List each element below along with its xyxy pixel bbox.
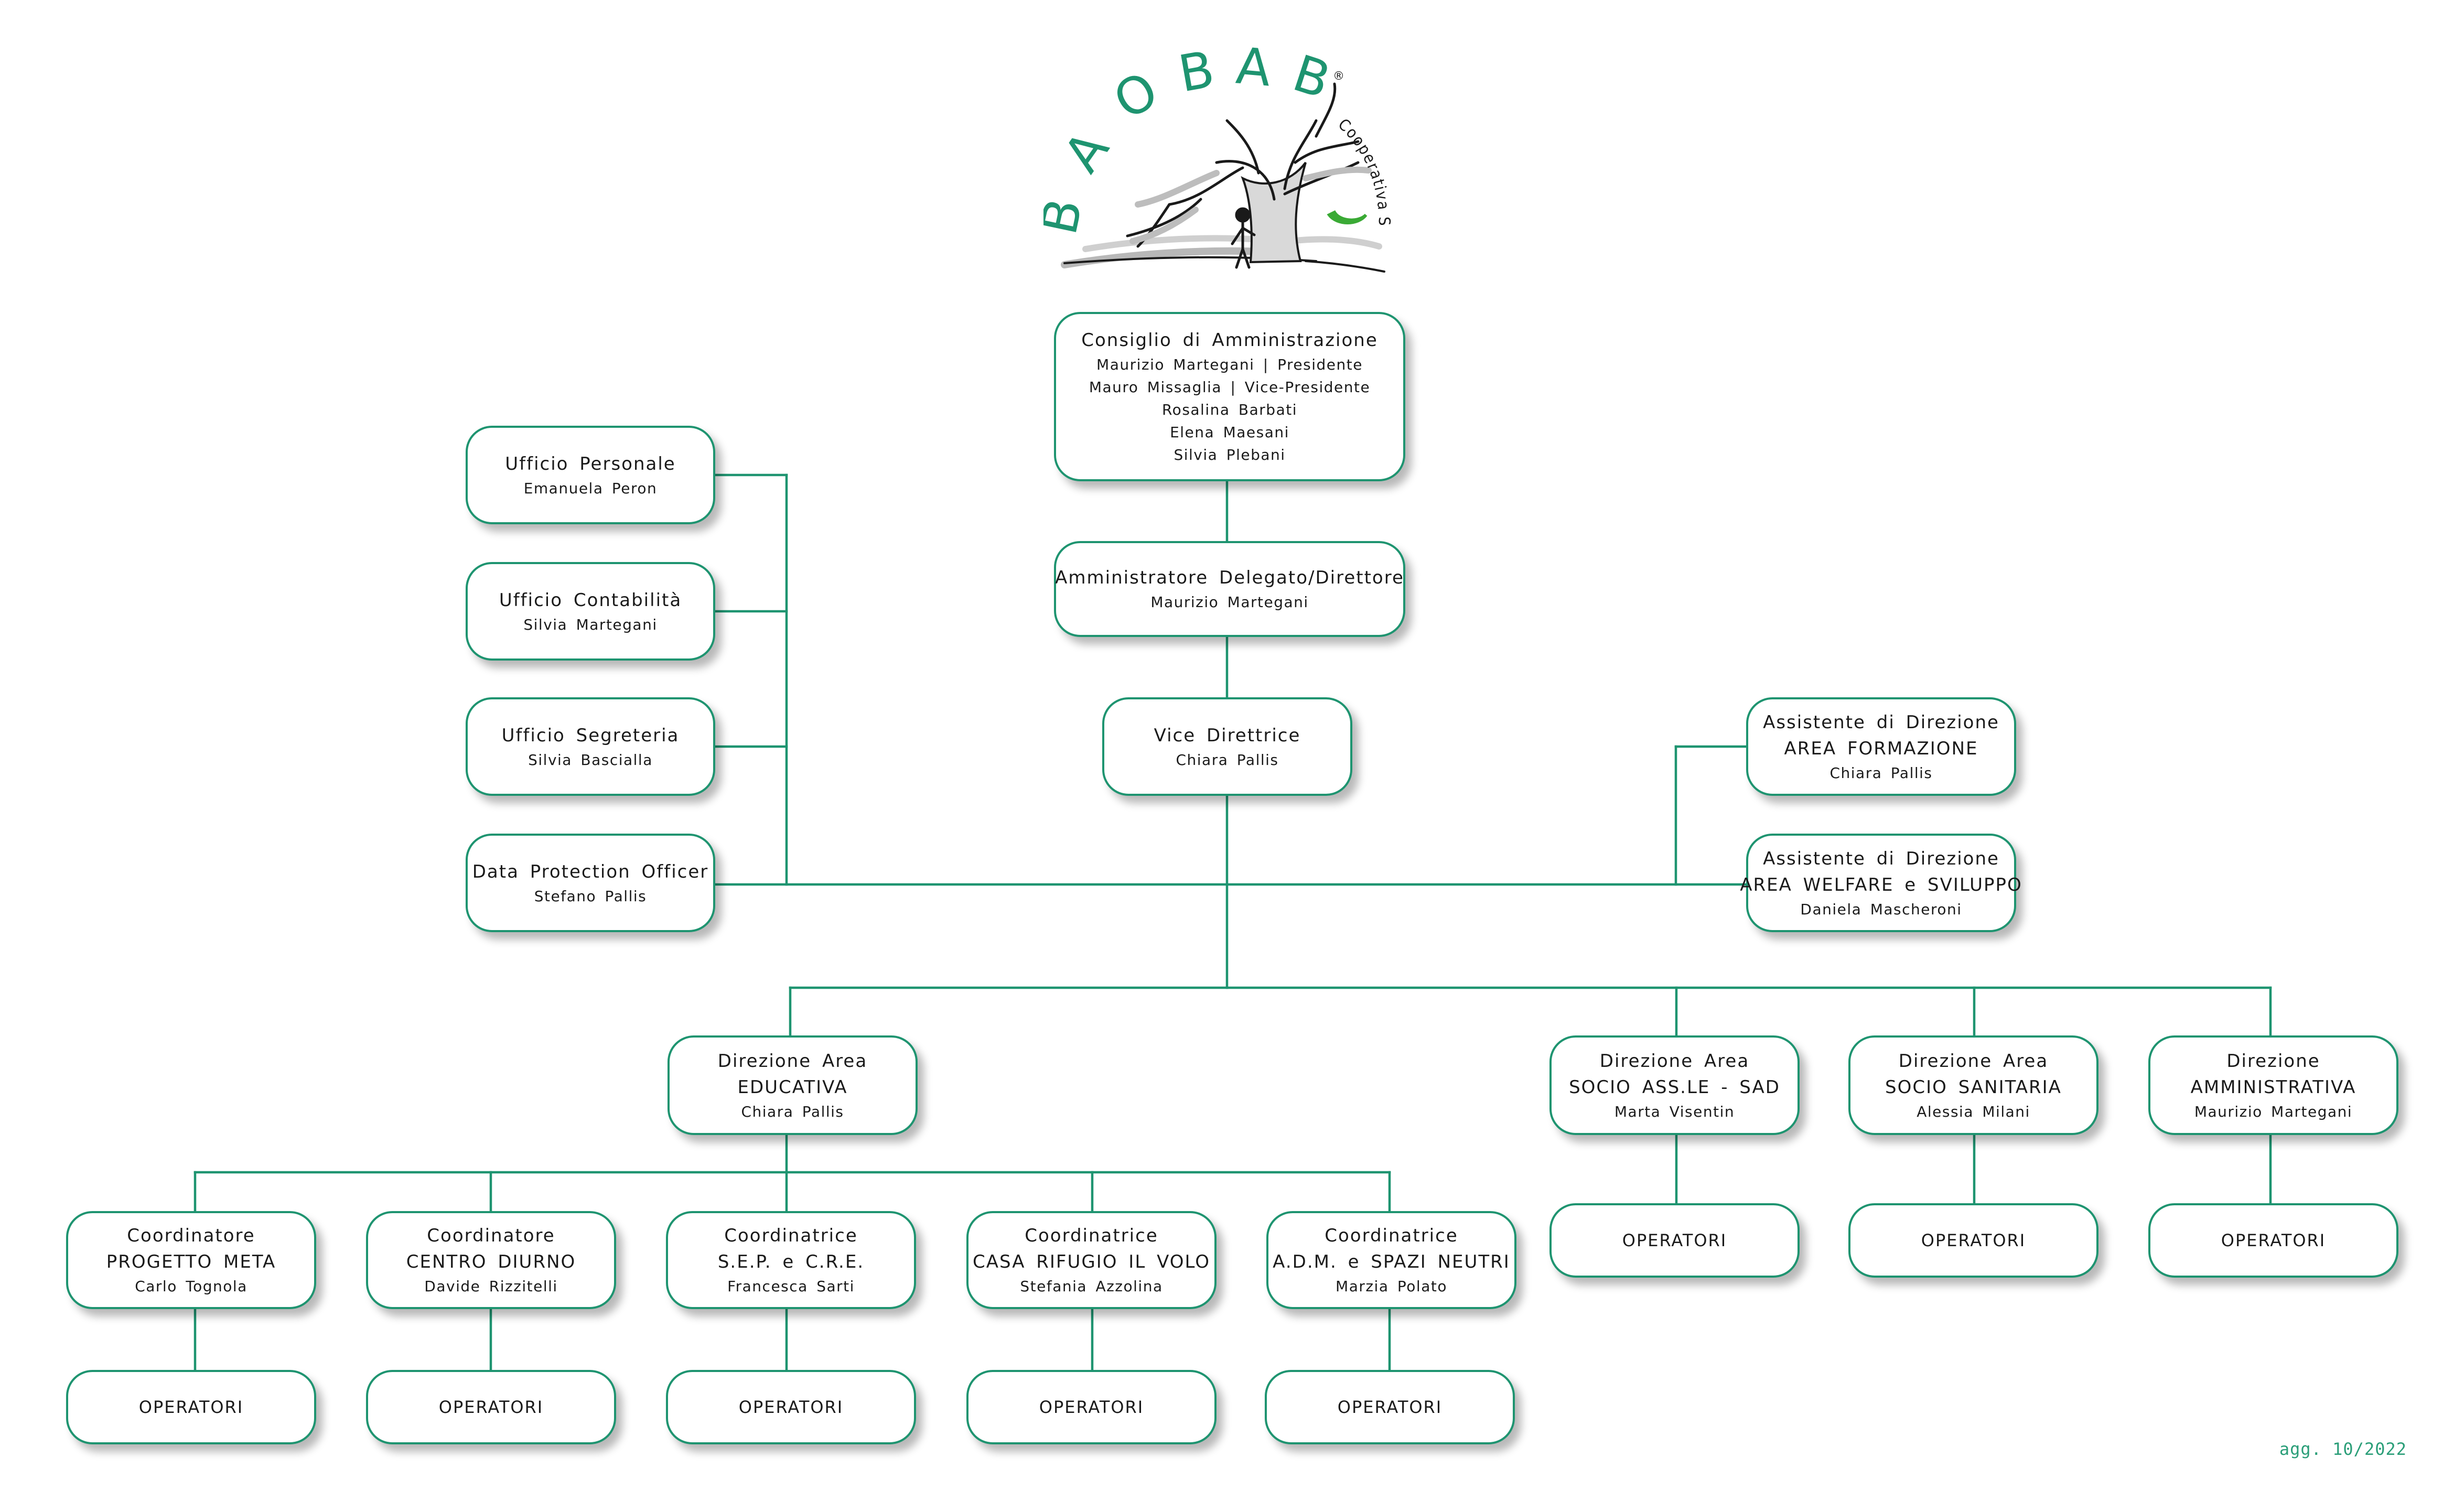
board-member-2: Mauro Missaglia | Vice-Presidente [1089, 379, 1371, 396]
office-box-dpo: Data Protection Officer Stefano Pallis [466, 834, 715, 932]
coordinator-name: Francesca Sarti [727, 1278, 855, 1295]
assistant-area: AREA WELFARE e SVILUPPO [1740, 874, 2022, 895]
office-title: Ufficio Contabilità [499, 589, 682, 611]
coordinator-name: Davide Rizzitelli [424, 1278, 558, 1295]
operators-label: OPERATORI [138, 1397, 244, 1417]
office-box-contabilita: Ufficio Contabilità Silvia Martegani [466, 562, 715, 661]
office-box-segreteria: Ufficio Segreteria Silvia Bascialla [466, 697, 715, 796]
coordinator-role: Coordinatore [127, 1225, 255, 1246]
area-role: Direzione Area [717, 1050, 868, 1072]
update-date: agg. 10/2022 [2279, 1439, 2407, 1459]
logo-letter-5: A [1234, 42, 1273, 98]
area-name: SOCIO SANITARIA [1885, 1076, 2062, 1098]
area-box-educativa: Direzione Area EDUCATIVA Chiara Pallis [668, 1035, 918, 1135]
coordinator-role: Coordinatrice [1025, 1225, 1158, 1246]
area-director: Chiara Pallis [741, 1103, 844, 1120]
baobab-logo: B A O B A B ® Cooperativa Sociale [1043, 42, 1392, 273]
office-name: Silvia Martegani [523, 615, 658, 633]
board-box: Consiglio di Amministrazione Maurizio Ma… [1054, 312, 1405, 481]
operators-box-socio-ass: OPERATORI [1549, 1203, 1800, 1278]
assistant-role: Assistente di Direzione [1763, 711, 1999, 733]
assistant-name: Chiara Pallis [1829, 764, 1933, 782]
logo-letter-2: A [1052, 121, 1120, 182]
board-title: Consiglio di Amministrazione [1081, 330, 1378, 351]
coordinator-unit: CASA RIFUGIO IL VOLO [972, 1251, 1210, 1272]
operators-label: OPERATORI [1039, 1397, 1144, 1417]
operators-box-volo: OPERATORI [966, 1370, 1217, 1444]
area-name: AMMINISTRATIVA [2190, 1076, 2356, 1098]
operators-label: OPERATORI [1337, 1397, 1443, 1417]
assistant-box-formazione: Assistente di Direzione AREA FORMAZIONE … [1746, 697, 2016, 796]
office-box-personale: Ufficio Personale Emanuela Peron [466, 426, 715, 524]
office-title: Ufficio Personale [505, 453, 676, 474]
coordinator-name: Carlo Tognola [135, 1278, 247, 1295]
area-role: Direzione [2226, 1050, 2320, 1072]
coordinator-unit: S.E.P. e C.R.E. [717, 1251, 865, 1272]
area-box-socio-ass: Direzione Area SOCIO ASS.LE - SAD Marta … [1549, 1035, 1800, 1135]
coordinator-role: Coordinatore [427, 1225, 555, 1246]
coordinator-role: Coordinatrice [724, 1225, 858, 1246]
ceo-name: Maurizio Martegani [1150, 593, 1309, 611]
area-box-socio-sanitaria: Direzione Area SOCIO SANITARIA Alessia M… [1848, 1035, 2098, 1135]
coordinator-box-adm: Coordinatrice A.D.M. e SPAZI NEUTRI Marz… [1266, 1211, 1516, 1309]
operators-label: OPERATORI [1622, 1230, 1727, 1250]
logo-letter-1: B [1043, 193, 1094, 240]
assistant-box-welfare: Assistente di Direzione AREA WELFARE e S… [1740, 834, 2021, 932]
operators-box-diurno: OPERATORI [366, 1370, 616, 1444]
operators-box-amministrativa: OPERATORI [2148, 1203, 2398, 1278]
board-member-5: Silvia Plebani [1174, 446, 1286, 463]
operators-label: OPERATORI [2221, 1230, 2326, 1250]
vice-name: Chiara Pallis [1176, 751, 1279, 769]
office-name: Emanuela Peron [523, 479, 658, 497]
operators-box-adm: OPERATORI [1265, 1370, 1515, 1444]
coordinator-name: Marzia Polato [1336, 1278, 1447, 1295]
ceo-box: Amministratore Delegato/Direttore Mauriz… [1054, 541, 1405, 637]
coordinator-unit: PROGETTO META [106, 1251, 276, 1272]
office-title: Ufficio Segreteria [501, 725, 680, 746]
operators-box-meta: OPERATORI [66, 1370, 316, 1444]
board-member-3: Rosalina Barbati [1161, 401, 1297, 418]
coordinator-box-diurno: Coordinatore CENTRO DIURNO Davide Rizzit… [366, 1211, 616, 1309]
operators-label: OPERATORI [1921, 1230, 2026, 1250]
operators-label: OPERATORI [438, 1397, 544, 1417]
coordinator-box-sep: Coordinatrice S.E.P. e C.R.E. Francesca … [666, 1211, 916, 1309]
area-director: Alessia Milani [1917, 1103, 2030, 1120]
office-name: Silvia Bascialla [528, 751, 653, 769]
assistant-role: Assistente di Direzione [1763, 848, 1999, 869]
operators-box-sep: OPERATORI [666, 1370, 916, 1444]
operators-box-socio-sanitaria: OPERATORI [1848, 1203, 2098, 1278]
area-name: EDUCATIVA [737, 1076, 848, 1098]
vice-title: Vice Direttrice [1154, 725, 1301, 746]
office-title: Data Protection Officer [472, 861, 709, 882]
logo-letter-3: O [1104, 60, 1168, 131]
board-member-4: Elena Maesani [1170, 424, 1289, 441]
area-name: SOCIO ASS.LE - SAD [1569, 1076, 1780, 1098]
coordinator-box-meta: Coordinatore PROGETTO META Carlo Tognola [66, 1211, 316, 1309]
coordinator-box-volo: Coordinatrice CASA RIFUGIO IL VOLO Stefa… [966, 1211, 1217, 1309]
area-role: Direzione Area [1898, 1050, 2049, 1072]
area-director: Maurizio Martegani [2194, 1103, 2353, 1120]
logo-registered: ® [1333, 70, 1344, 83]
area-box-amministrativa: Direzione AMMINISTRATIVA Maurizio Marteg… [2148, 1035, 2398, 1135]
board-member-1: Maurizio Martegani | Presidente [1096, 356, 1363, 373]
operators-label: OPERATORI [738, 1397, 844, 1417]
ceo-title: Amministratore Delegato/Direttore [1055, 567, 1404, 588]
coordinator-unit: A.D.M. e SPAZI NEUTRI [1273, 1251, 1510, 1272]
assistant-area: AREA FORMAZIONE [1784, 738, 1978, 759]
logo-letter-4: B [1175, 42, 1219, 104]
office-name: Stefano Pallis [534, 887, 647, 905]
assistant-name: Daniela Mascheroni [1800, 900, 1962, 918]
area-role: Direzione Area [1599, 1050, 1750, 1072]
vice-box: Vice Direttrice Chiara Pallis [1102, 697, 1352, 796]
coordinator-unit: CENTRO DIURNO [406, 1251, 576, 1272]
coordinator-name: Stefania Azzolina [1020, 1278, 1163, 1295]
coordinator-role: Coordinatrice [1325, 1225, 1458, 1246]
logo-letter-6: B [1286, 44, 1337, 110]
area-director: Marta Visentin [1614, 1103, 1735, 1120]
